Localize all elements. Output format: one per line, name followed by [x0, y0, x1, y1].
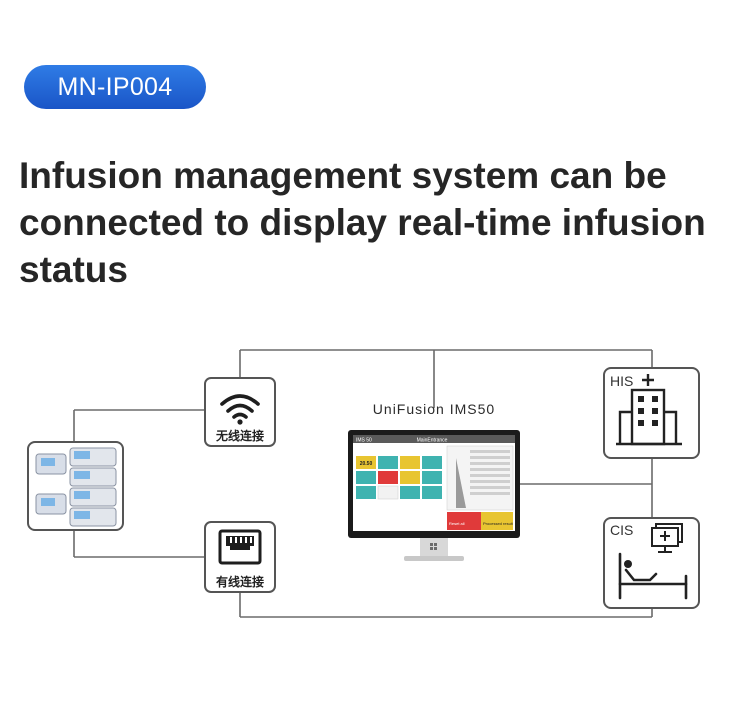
pump-device-icon	[35, 447, 117, 527]
screen-center-title: MainEntrance	[417, 438, 448, 444]
screen-app-name: IMS 50	[356, 438, 372, 444]
wireless-label: 无线连接	[215, 428, 264, 443]
ethernet-port-icon	[218, 529, 262, 565]
his-node: HIS	[603, 367, 700, 459]
screen-tiles: 20.50	[356, 456, 442, 500]
headline: Infusion management system can be connec…	[19, 155, 706, 290]
monitor-title: UniFusion IMS50	[373, 401, 495, 417]
patient-bed-icon	[618, 552, 688, 600]
connection-lines	[73, 349, 653, 618]
his-label: HIS	[610, 373, 633, 389]
monitor-node: IMS 50 MainEntrance 20.50	[348, 430, 520, 561]
wifi-icon	[220, 394, 260, 425]
model-badge: MN-IP004	[24, 65, 206, 109]
wireless-connection-node: 无线连接	[204, 377, 276, 447]
cis-label: CIS	[610, 522, 633, 538]
screen-list	[446, 445, 514, 511]
screen-reset-button: Reset all	[449, 521, 465, 526]
infusion-pumps-node	[27, 441, 124, 531]
cis-node: CIS	[603, 517, 700, 609]
wired-connection-node: 有线连接	[204, 521, 276, 593]
hospital-building-icon	[616, 374, 682, 446]
network-diagram: 无线连接 有线连接 UniFusion IMS50 IMS 50 MainEnt…	[27, 349, 700, 618]
windows-logo-icon	[430, 543, 437, 550]
monitor-cross-icon	[651, 523, 683, 553]
wired-label: 有线连接	[216, 574, 264, 589]
screen-result-button: Processed result	[483, 521, 514, 526]
screen-reading: 20.50	[360, 461, 373, 467]
